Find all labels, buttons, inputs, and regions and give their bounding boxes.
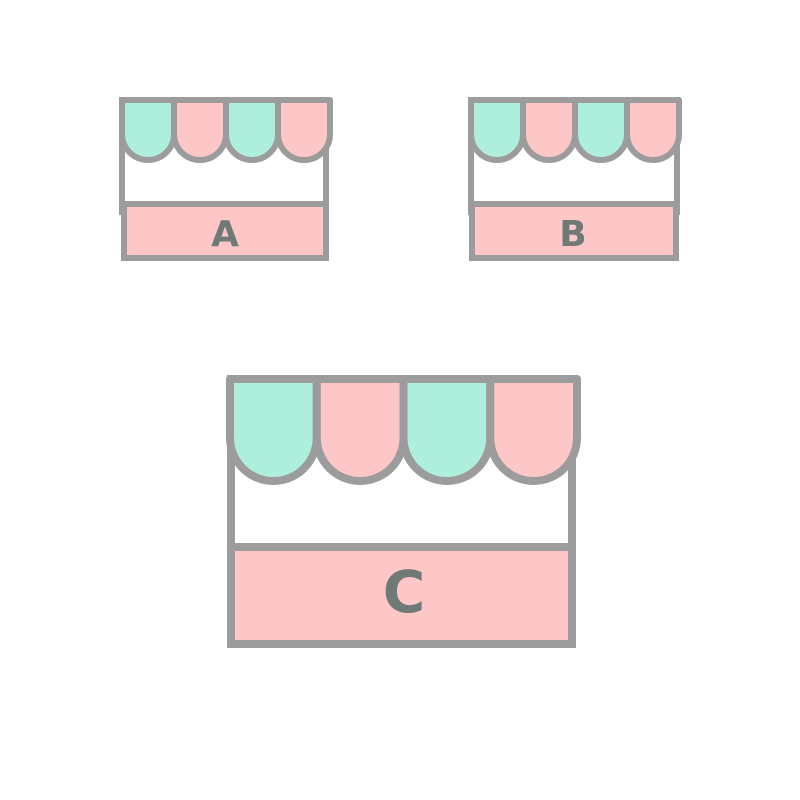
store-a-awning: [119, 97, 333, 163]
store-c: C: [226, 375, 581, 648]
store-a-scallop-1: [119, 97, 177, 163]
store-c-label: C: [383, 558, 426, 626]
store-b-label: B: [559, 214, 586, 255]
store-a-sign: [121, 201, 329, 261]
store-b-scallop-2: [520, 97, 578, 163]
store-c-scallop-1: [226, 375, 321, 485]
store-b-scallop-4: [624, 97, 682, 163]
store-a-scallop-2: [171, 97, 229, 163]
store-c-sign: [227, 543, 576, 648]
store-b-awning: [468, 97, 682, 163]
store-c-scallop-2: [312, 375, 408, 485]
store-b-scallop-1: [468, 97, 526, 163]
store-a: A: [119, 97, 333, 261]
store-a-scallop-4: [275, 97, 333, 163]
store-c-awning: [226, 375, 581, 485]
store-c-scallop-4: [486, 375, 581, 485]
store-a-scallop-3: [223, 97, 281, 163]
store-b-sign: [469, 201, 679, 261]
store-b: B: [468, 97, 682, 261]
store-b-scallop-3: [572, 97, 630, 163]
store-c-scallop-3: [399, 375, 495, 485]
store-a-label: A: [211, 214, 239, 255]
